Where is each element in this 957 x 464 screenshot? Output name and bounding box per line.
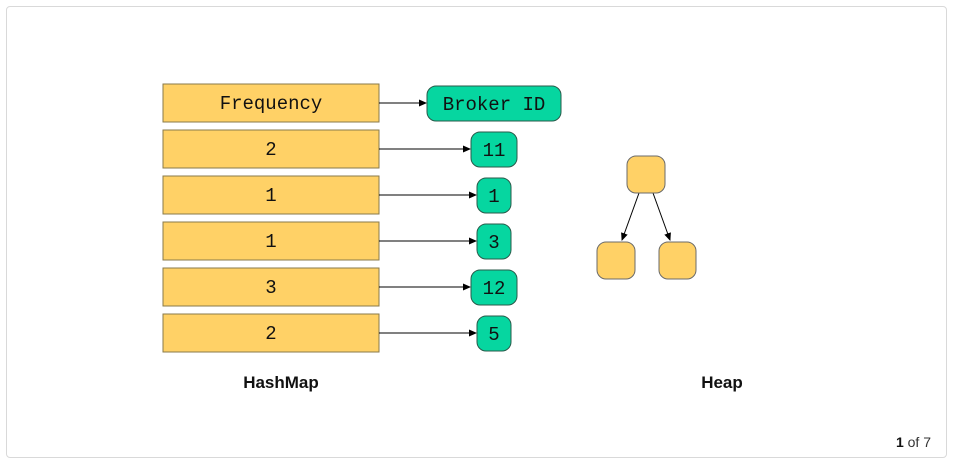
broker-id-value: 3 [488,232,499,254]
heap-edge-left [621,192,640,241]
frequency-cell [162,129,380,169]
heap-left-child-node [596,241,636,280]
slide-pager: 1 of 7 [896,434,931,450]
frequency-value: 3 [265,277,276,299]
broker-id-box [470,131,518,168]
hashmap-row: 1 3 [162,221,512,261]
broker-id-value: 5 [488,324,499,346]
hashmap-row: 3 12 [162,267,518,307]
broker-id-value: 1 [488,186,499,208]
broker-id-value: 11 [483,140,506,162]
broker-id-header-label: Broker ID [443,94,546,116]
frequency-cell [162,221,380,261]
pager-total: 7 [923,434,931,450]
broker-id-box [476,177,512,214]
hashmap-row: 2 11 [162,129,518,169]
hashmap-row: 1 1 [162,175,512,215]
heap-caption: Heap [701,373,743,392]
broker-id-header-box [426,85,562,122]
frequency-header-label: Frequency [220,93,323,115]
pager-current: 1 [895,434,904,450]
heap-tree [596,155,697,280]
broker-id-value: 12 [483,278,506,300]
hashmap-header-row: Frequency Broker ID [162,83,562,123]
frequency-value: 2 [265,139,276,161]
frequency-value: 1 [265,185,276,207]
frequency-value: 1 [265,231,276,253]
broker-id-box [476,315,512,352]
heap-edge-right [652,192,671,241]
frequency-cell [162,267,380,307]
broker-id-box [470,269,518,306]
frequency-header-cell [162,83,380,123]
pager-separator: of [907,434,920,450]
heap-right-child-node [658,241,697,280]
heap-root-node [626,155,666,194]
frequency-value: 2 [265,323,276,345]
hashmap-caption: HashMap [243,373,319,392]
hashmap-row: 2 5 [162,313,512,353]
broker-id-box [476,223,512,260]
